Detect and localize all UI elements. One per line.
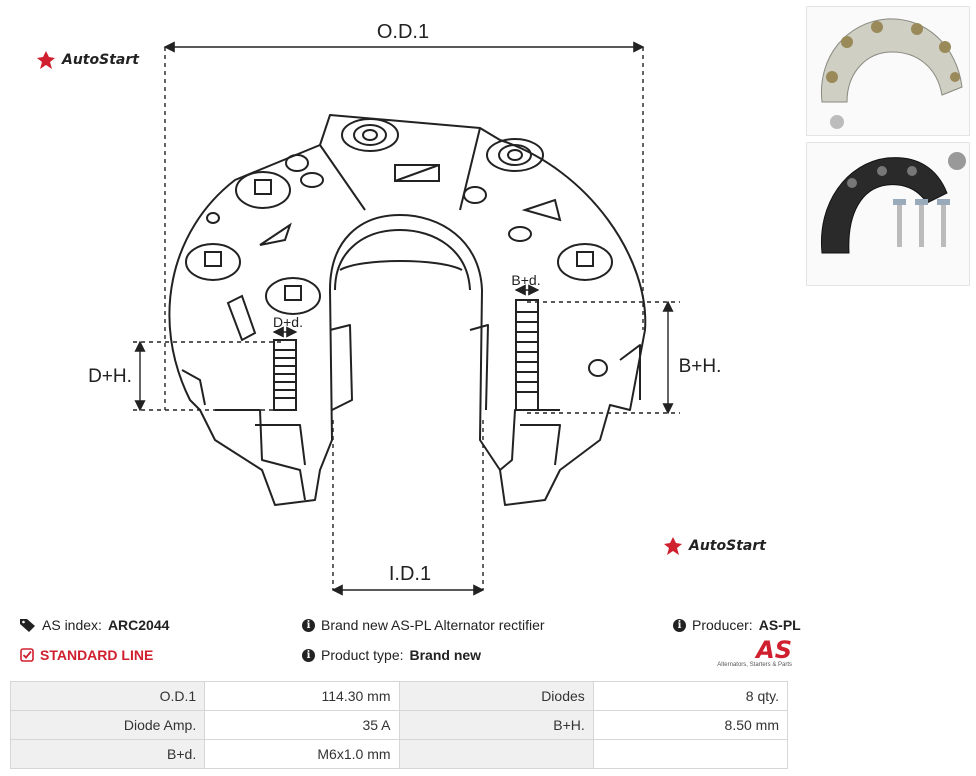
spec-value: 114.30 mm <box>204 681 400 711</box>
tag-icon <box>20 619 35 632</box>
product-type-value: Brand new <box>409 647 482 663</box>
table-row: O.D.1 114.30 mm Diodes 8 qty. <box>9 681 789 711</box>
brand-logo-top: AutoStart <box>36 50 139 70</box>
producer-label: Producer: <box>692 617 753 633</box>
producer-logo-tagline: Alternators, Starters & Parts <box>717 662 792 668</box>
rectifier-details <box>185 118 613 411</box>
rectifier-photo-icon <box>820 152 966 254</box>
brand-name: AutoStart <box>689 538 766 554</box>
spec-value: 35 A <box>204 710 400 740</box>
rectifier-technical-drawing: O.D.1 I.D.1 D+H. B+H. D+d. B+d. <box>88 21 722 596</box>
as-index-value: ARC2044 <box>107 617 170 633</box>
producer-logo-mark: AS <box>756 636 792 664</box>
rectifier-photo-icon <box>820 18 963 129</box>
as-index-label: AS index: <box>42 617 102 633</box>
spec-key <box>398 739 594 769</box>
spec-value <box>592 739 789 769</box>
product-type-label: Product type: <box>321 647 404 663</box>
bh-label: B+H. <box>679 356 722 377</box>
table-row: B+d. M6x1.0 mm <box>9 739 789 769</box>
producer-value: AS-PL <box>758 617 801 633</box>
dh-label: D+H. <box>88 366 132 387</box>
brand-name: AutoStart <box>62 52 139 68</box>
product-photo-top[interactable] <box>806 6 970 136</box>
specs-table: O.D.1 114.30 mm Diodes 8 qty. Diode Amp.… <box>9 681 789 769</box>
spec-value: M6x1.0 mm <box>204 739 400 769</box>
spec-key: B+H. <box>398 710 594 740</box>
rectifier-outline <box>168 114 647 506</box>
brand-logo-bottom: AutoStart <box>663 536 766 556</box>
product-photo-bottom[interactable] <box>806 142 970 286</box>
table-row: Diode Amp. 35 A B+H. 8.50 mm <box>9 710 789 740</box>
spec-key: B+d. <box>9 739 206 769</box>
description-text: Brand new AS-PL Alternator rectifier <box>321 617 545 633</box>
description-row: i Brand new AS-PL Alternator rectifier <box>302 617 545 633</box>
producer-row: i Producer: AS-PL <box>673 617 801 633</box>
info-icon: i <box>302 618 315 632</box>
bd-label: B+d. <box>511 272 540 288</box>
spec-value: 8 qty. <box>592 681 789 711</box>
dimension-lines <box>133 41 680 596</box>
spec-key: Diodes <box>398 681 594 711</box>
od-label: O.D.1 <box>377 21 429 43</box>
standard-line-label: STANDARD LINE <box>40 647 154 663</box>
standard-line-row: STANDARD LINE <box>20 647 153 663</box>
as-index-row: AS index: ARC2044 <box>20 617 169 633</box>
dd-label: D+d. <box>273 314 303 330</box>
info-icon: i <box>302 648 315 662</box>
spec-value: 8.50 mm <box>592 710 789 740</box>
spec-key: O.D.1 <box>9 681 206 711</box>
spec-key: Diode Amp. <box>9 710 206 740</box>
id-label: I.D.1 <box>389 563 431 585</box>
product-type-row: i Product type: Brand new <box>302 647 481 663</box>
checkbox-icon <box>20 648 34 662</box>
info-icon: i <box>673 618 686 632</box>
autostart-logo-icon <box>37 51 55 69</box>
autostart-logo-icon <box>664 537 682 555</box>
producer-logo: AS Alternators, Starters & Parts <box>712 638 792 672</box>
